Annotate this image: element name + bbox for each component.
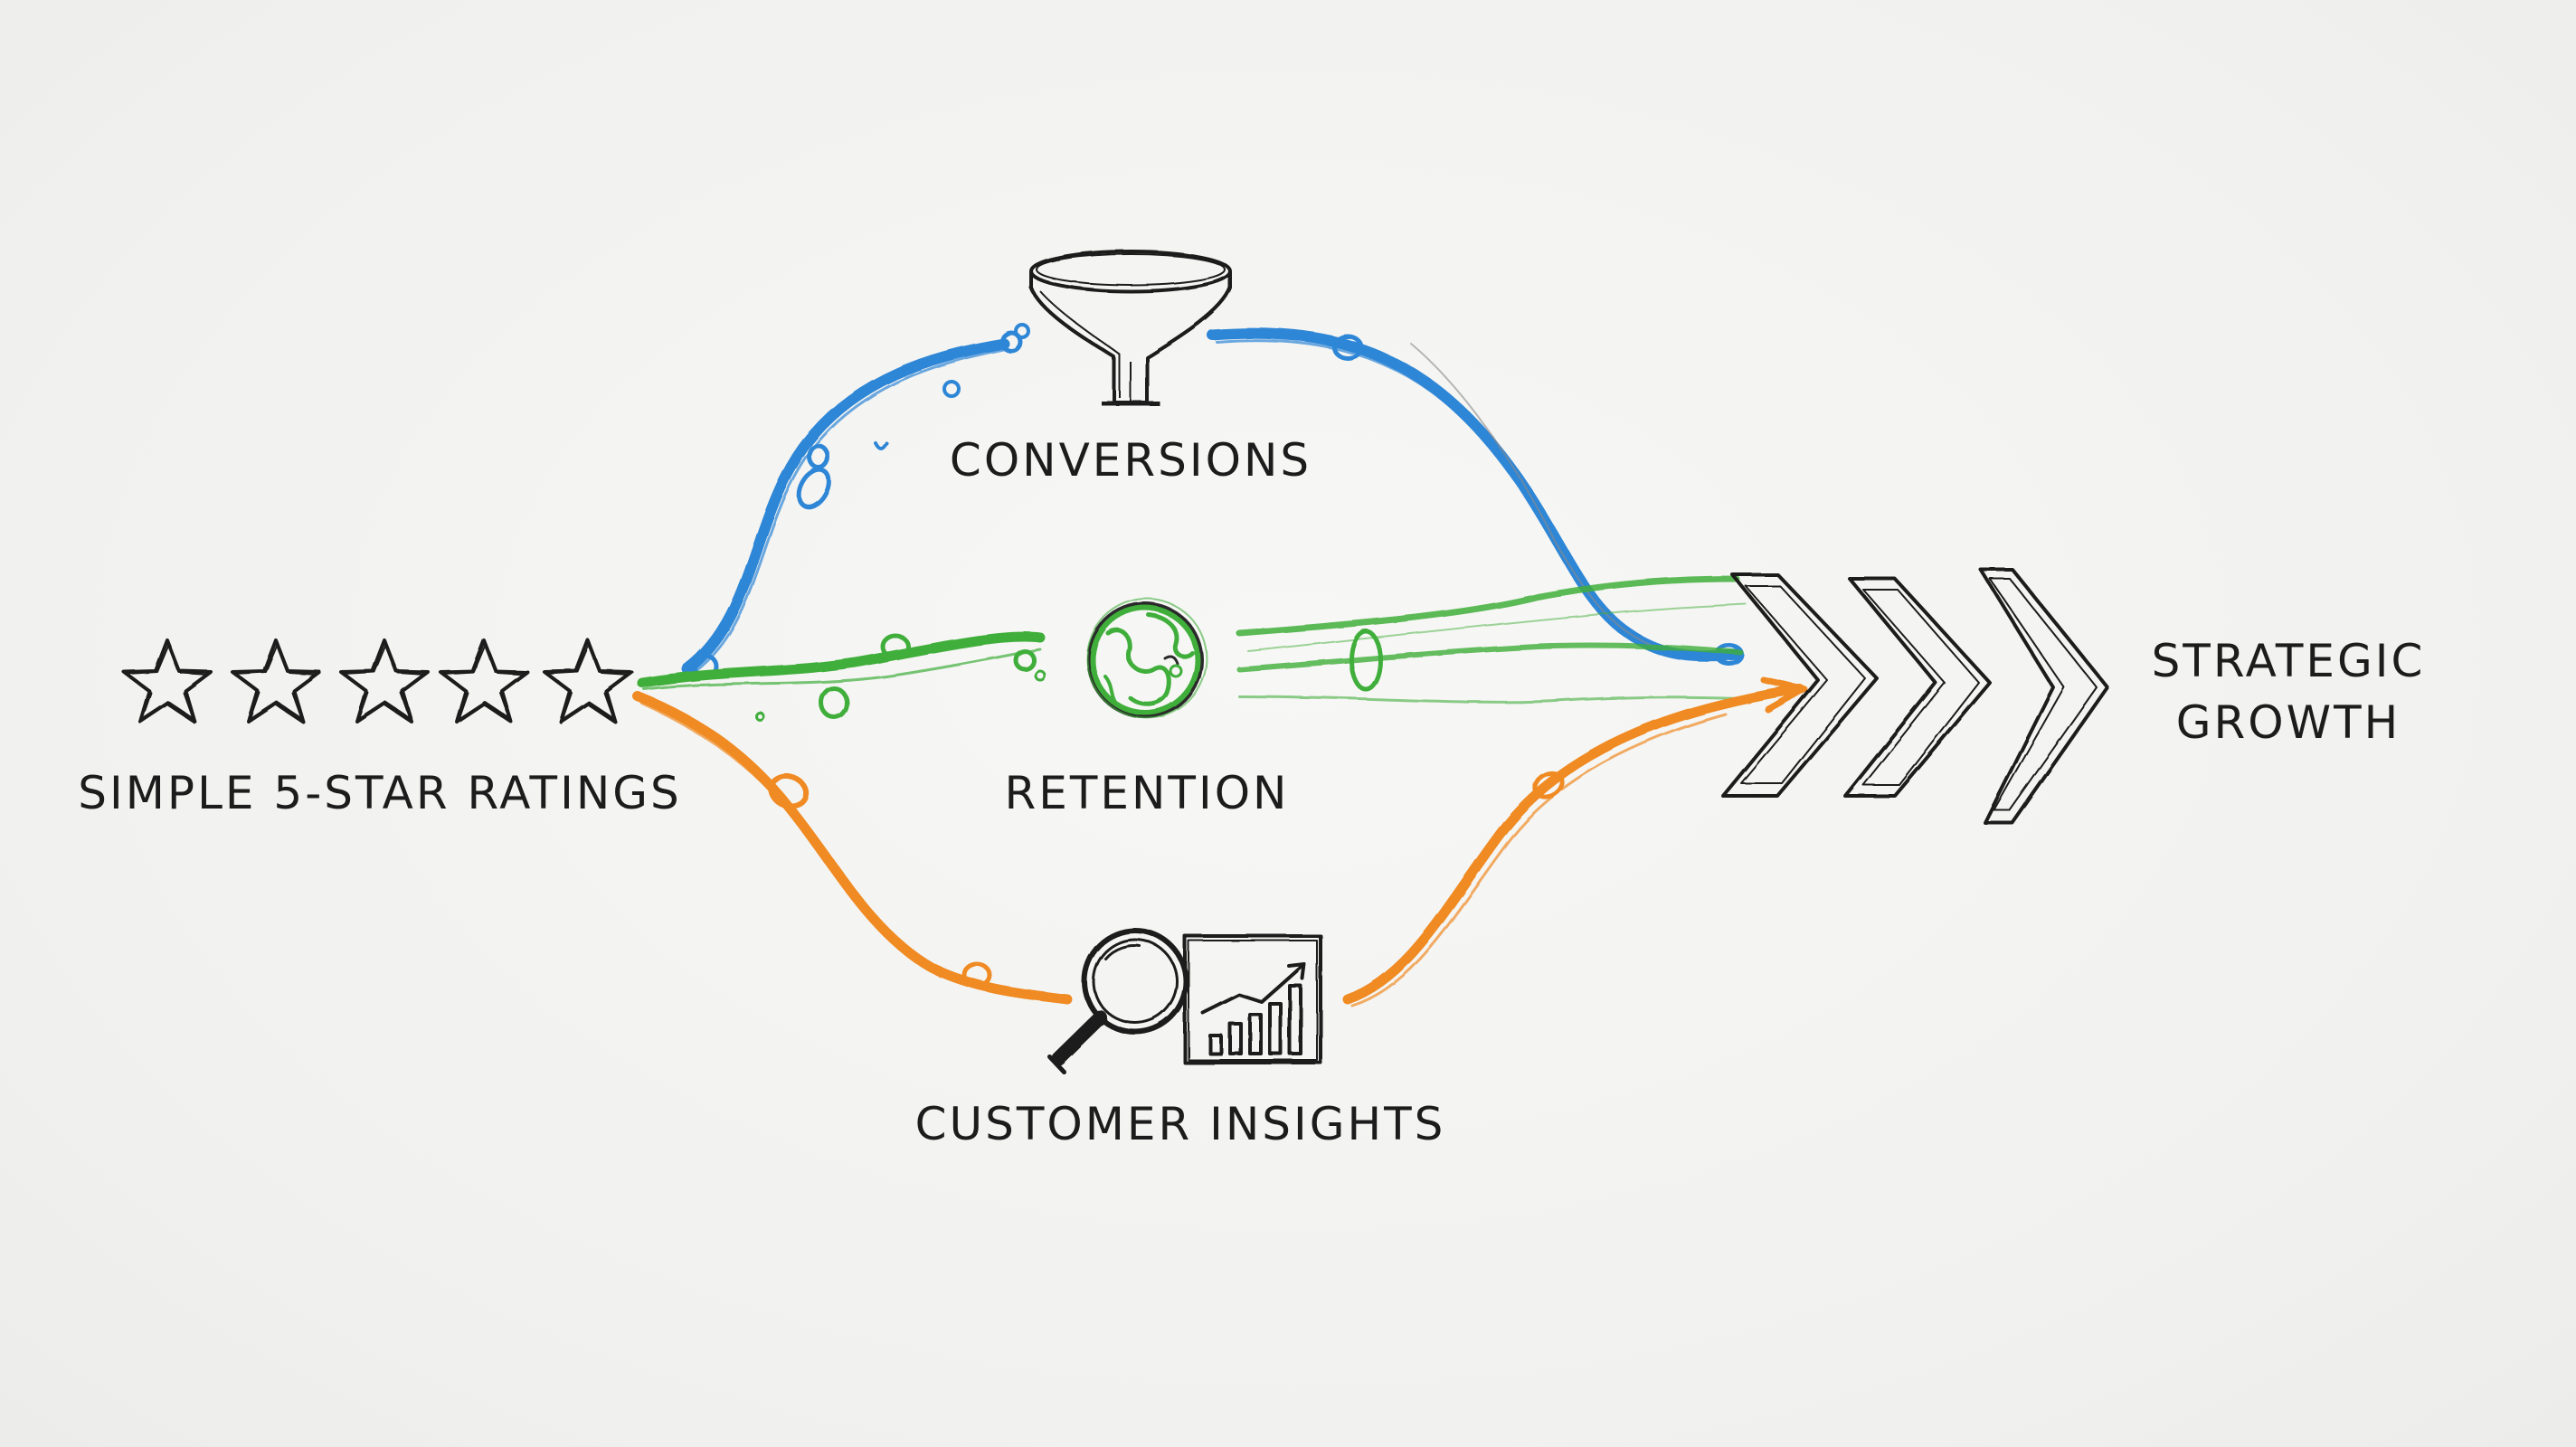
ratings-label: SIMPLE 5-STAR RATINGS xyxy=(78,767,682,819)
growth-label: STRATEGIC GROWTH xyxy=(2152,631,2426,753)
bar-chart-icon xyxy=(1208,984,1302,1055)
star-icon xyxy=(543,638,633,724)
star-icon xyxy=(231,638,321,724)
globe-icon xyxy=(1086,598,1208,719)
five-stars-icon xyxy=(122,638,633,724)
insights-flow xyxy=(632,676,1808,1007)
retention-flow xyxy=(637,575,1747,722)
conversions-label: CONVERSIONS xyxy=(949,434,1312,487)
star-icon xyxy=(122,638,213,724)
conversions-flow xyxy=(682,323,1745,680)
growth-label-line2: GROWTH xyxy=(2175,695,2401,749)
funnel-icon xyxy=(1029,250,1232,406)
star-icon xyxy=(439,638,529,724)
insights-flow-out xyxy=(1342,684,1805,1005)
insights-flow-in xyxy=(632,691,1073,1005)
retention-flow-in xyxy=(637,631,1046,688)
conversions-flow-in xyxy=(682,338,1009,675)
insights-label: CUSTOMER INSIGHTS xyxy=(914,1098,1446,1150)
growth-label-line1: STRATEGIC xyxy=(2151,635,2426,687)
chevron-arrows-icon xyxy=(1721,568,2109,825)
retention-label: RETENTION xyxy=(1004,767,1290,819)
magnifier-chart-icon xyxy=(1046,928,1322,1074)
star-icon xyxy=(339,638,430,724)
retention-flow-out xyxy=(1236,575,1740,637)
